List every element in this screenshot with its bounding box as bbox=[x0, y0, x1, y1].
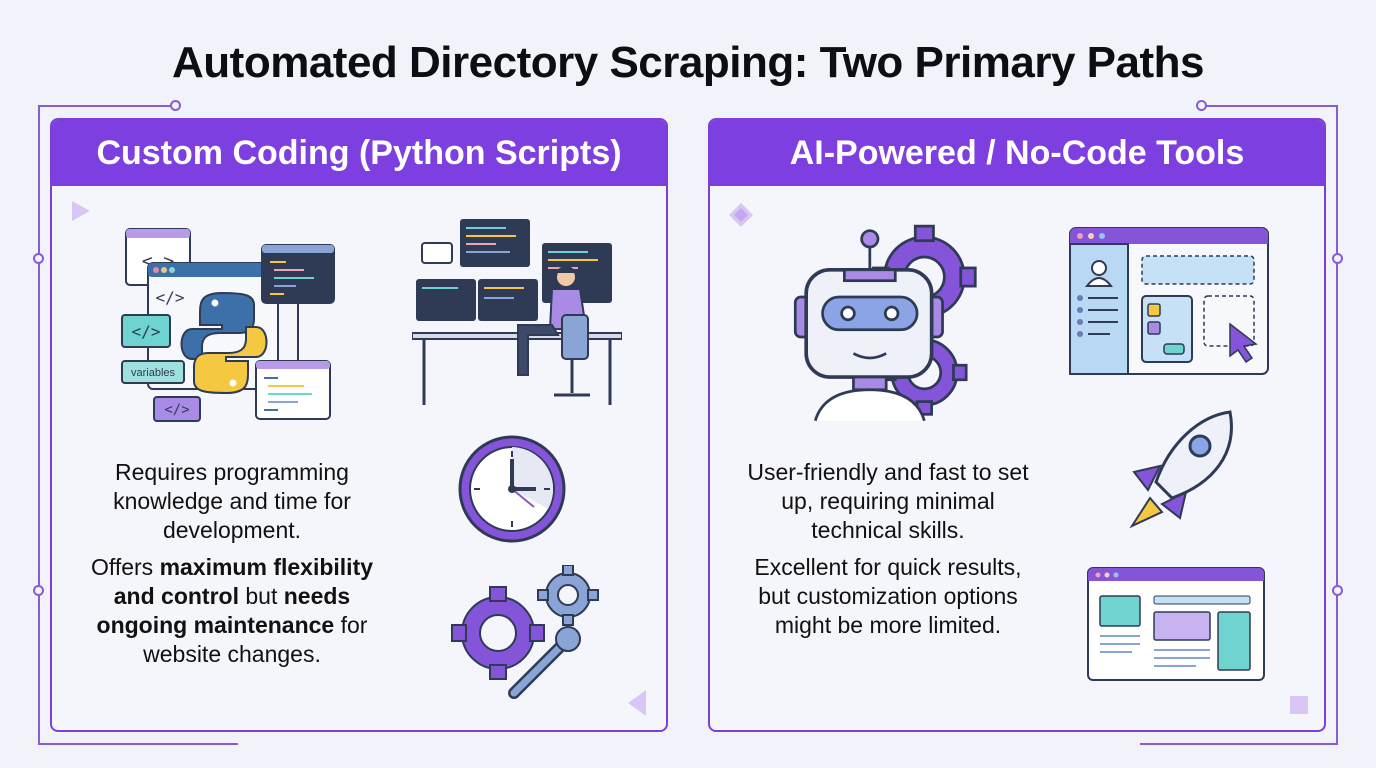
robot-gears-icon bbox=[793, 224, 977, 422]
connector-dot bbox=[33, 253, 44, 264]
custom-coding-header: Custom Coding (Python Scripts) bbox=[52, 120, 666, 186]
diamond-icon bbox=[729, 203, 753, 227]
no-code-tools-header: AI-Powered / No-Code Tools bbox=[710, 120, 1324, 186]
clock-icon bbox=[458, 435, 566, 543]
rocket-icon bbox=[1129, 410, 1233, 529]
custom-coding-text-2: Offers maximum flexibility and control b… bbox=[90, 554, 374, 667]
no-code-text-2: Excellent for quick results, but customi… bbox=[754, 554, 1022, 638]
custom-coding-panel: Custom Coding (Python Scripts) <…> </> <… bbox=[50, 118, 668, 732]
custom-coding-description: Requires programming knowledge and time … bbox=[82, 458, 382, 677]
left-connector-bottom bbox=[38, 743, 238, 745]
web-layout-icon bbox=[1087, 567, 1265, 681]
variables-tag: variables bbox=[131, 367, 176, 379]
connector-dot bbox=[1332, 253, 1343, 264]
svg-text:</>: </> bbox=[164, 402, 189, 418]
play-triangle-icon bbox=[72, 201, 90, 221]
right-connector-side bbox=[1336, 105, 1338, 745]
gears-wrench-icon bbox=[451, 565, 599, 699]
connector-dot bbox=[33, 585, 44, 596]
svg-text:</>: </> bbox=[156, 288, 185, 307]
no-code-description: User-friendly and fast to set up, requir… bbox=[738, 458, 1038, 648]
custom-coding-text-1: Requires programming knowledge and time … bbox=[113, 459, 351, 543]
svg-text:</>: </> bbox=[132, 322, 161, 341]
developer-at-desk-icon bbox=[412, 219, 622, 405]
page-title: Automated Directory Scraping: Two Primar… bbox=[172, 38, 1204, 87]
python-code-windows-icon: <…> </> </> variables </> bbox=[121, 228, 335, 422]
no-code-tools-panel: AI-Powered / No-Code Tools bbox=[708, 118, 1326, 732]
connector-dot bbox=[1332, 585, 1343, 596]
no-code-text-1: User-friendly and fast to set up, requir… bbox=[747, 459, 1029, 543]
connector-dot bbox=[1196, 100, 1207, 111]
right-connector-bottom bbox=[1140, 743, 1338, 745]
left-connector-side bbox=[38, 105, 40, 745]
left-connector-top bbox=[38, 105, 172, 107]
drag-drop-builder-icon bbox=[1069, 227, 1269, 375]
connector-dot bbox=[170, 100, 181, 111]
corner-square-icon bbox=[1290, 696, 1308, 714]
right-connector-top bbox=[1204, 105, 1338, 107]
corner-triangle-icon bbox=[628, 690, 646, 716]
